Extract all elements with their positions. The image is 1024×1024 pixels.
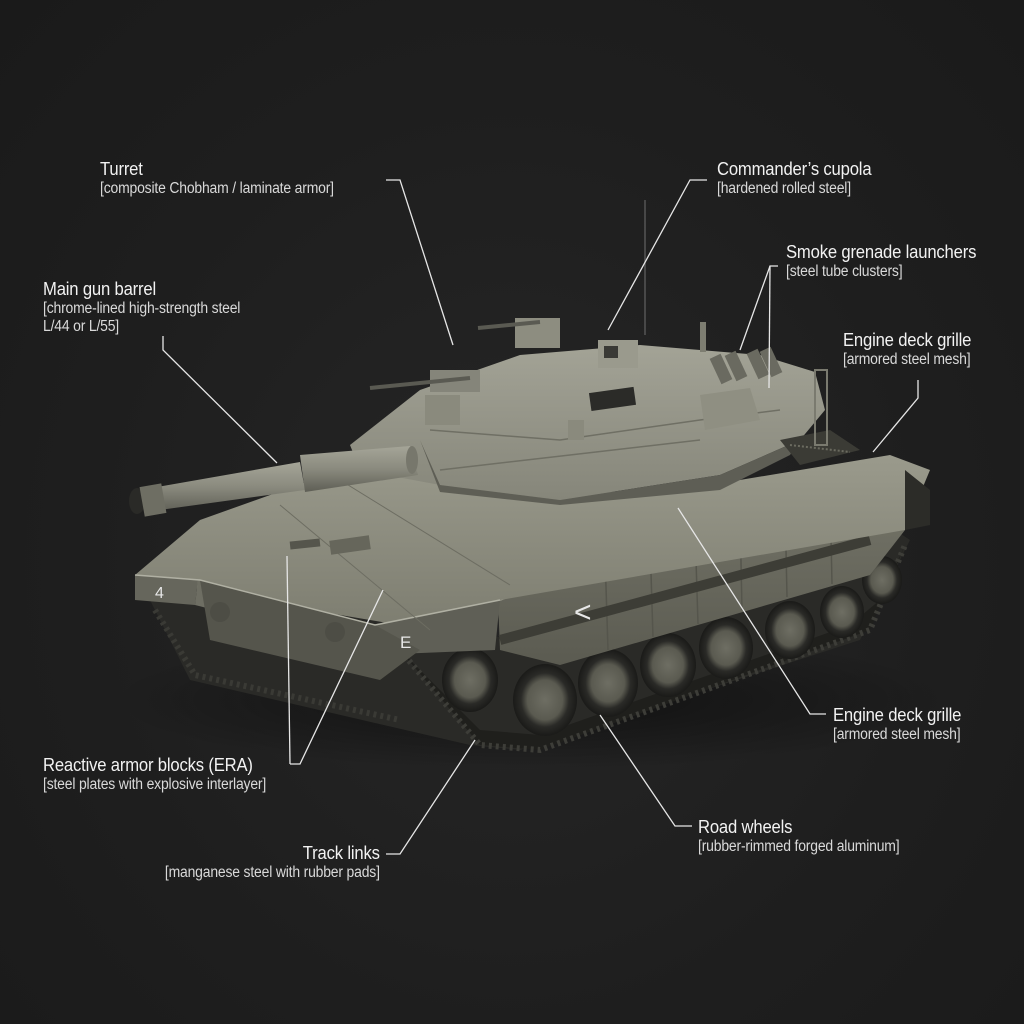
callout-material: [armored steel mesh]: [843, 350, 971, 368]
leader-era-2: [290, 589, 384, 765]
callout-material-cont: L/44 or L/55]: [43, 318, 119, 336]
leader-engine-side: [677, 507, 826, 715]
hull-glacis: [134, 455, 930, 680]
front-left-marking: 4: [155, 585, 164, 602]
callout-material: [rubber-rimmed forged aluminum]: [698, 837, 900, 855]
callout-title: Track links: [303, 842, 380, 863]
smoke-grenade-launchers-part: [709, 346, 783, 385]
leader-engine-top: [872, 380, 919, 453]
callout-material: [steel plates with explosive interlayer]: [43, 775, 267, 793]
callout-title: Reactive armor blocks (ERA): [43, 754, 253, 775]
callout-material: [chrome-lined high-strength steel: [43, 299, 241, 317]
callout-title: Road wheels: [698, 816, 793, 837]
callout-reactive-armor: Reactive armor blocks (ERA) [steel plate…: [43, 754, 266, 794]
callout-title: Turret: [100, 158, 143, 179]
leader-lines: [162, 179, 919, 855]
callout-title: Smoke grenade launchers: [786, 241, 977, 262]
callout-engine-deck-grille-side: Engine deck grille [armored steel mesh]: [833, 704, 961, 744]
callout-title: Main gun barrel: [43, 278, 156, 299]
leader-road-wheels: [599, 714, 692, 827]
callout-smoke-grenade-launchers: Smoke grenade launchers [steel tube clus…: [786, 241, 976, 281]
callout-title: Engine deck grille: [833, 704, 962, 725]
callout-material: [armored steel mesh]: [833, 725, 961, 743]
leader-smoke-2: [768, 265, 771, 389]
main-gun-barrel-part: [129, 446, 418, 517]
engine-deck-grille-part: [780, 369, 930, 530]
callout-title: Commander’s cupola: [717, 158, 872, 179]
leader-era-1: [286, 555, 291, 765]
callout-road-wheels: Road wheels [rubber-rimmed forged alumin…: [698, 816, 900, 856]
side-chevron-marking: <: [574, 596, 592, 629]
callout-engine-deck-grille-top: Engine deck grille [armored steel mesh]: [843, 329, 971, 369]
callout-track-links: Track links [manganese steel with rubber…: [165, 842, 380, 882]
leader-main-gun: [162, 336, 278, 464]
callout-material: [manganese steel with rubber pads]: [165, 863, 380, 881]
leader-track: [386, 739, 476, 855]
commanders-cupola-part: [369, 200, 706, 392]
leader-turret: [386, 179, 454, 346]
callout-main-gun-barrel: Main gun barrel [chrome-lined high-stren…: [43, 278, 240, 336]
front-right-marking: E: [400, 633, 411, 652]
leader-cupola: [607, 179, 707, 331]
callout-commanders-cupola: Commander’s cupola [hardened rolled stee…: [717, 158, 872, 198]
callout-material: [steel tube clusters]: [786, 262, 903, 280]
callout-turret: Turret [composite Chobham / laminate arm…: [100, 158, 334, 198]
callout-material: [hardened rolled steel]: [717, 179, 851, 197]
callout-material: [composite Chobham / laminate armor]: [100, 179, 334, 197]
callout-title: Engine deck grille: [843, 329, 972, 350]
leader-smoke-1: [739, 265, 778, 351]
